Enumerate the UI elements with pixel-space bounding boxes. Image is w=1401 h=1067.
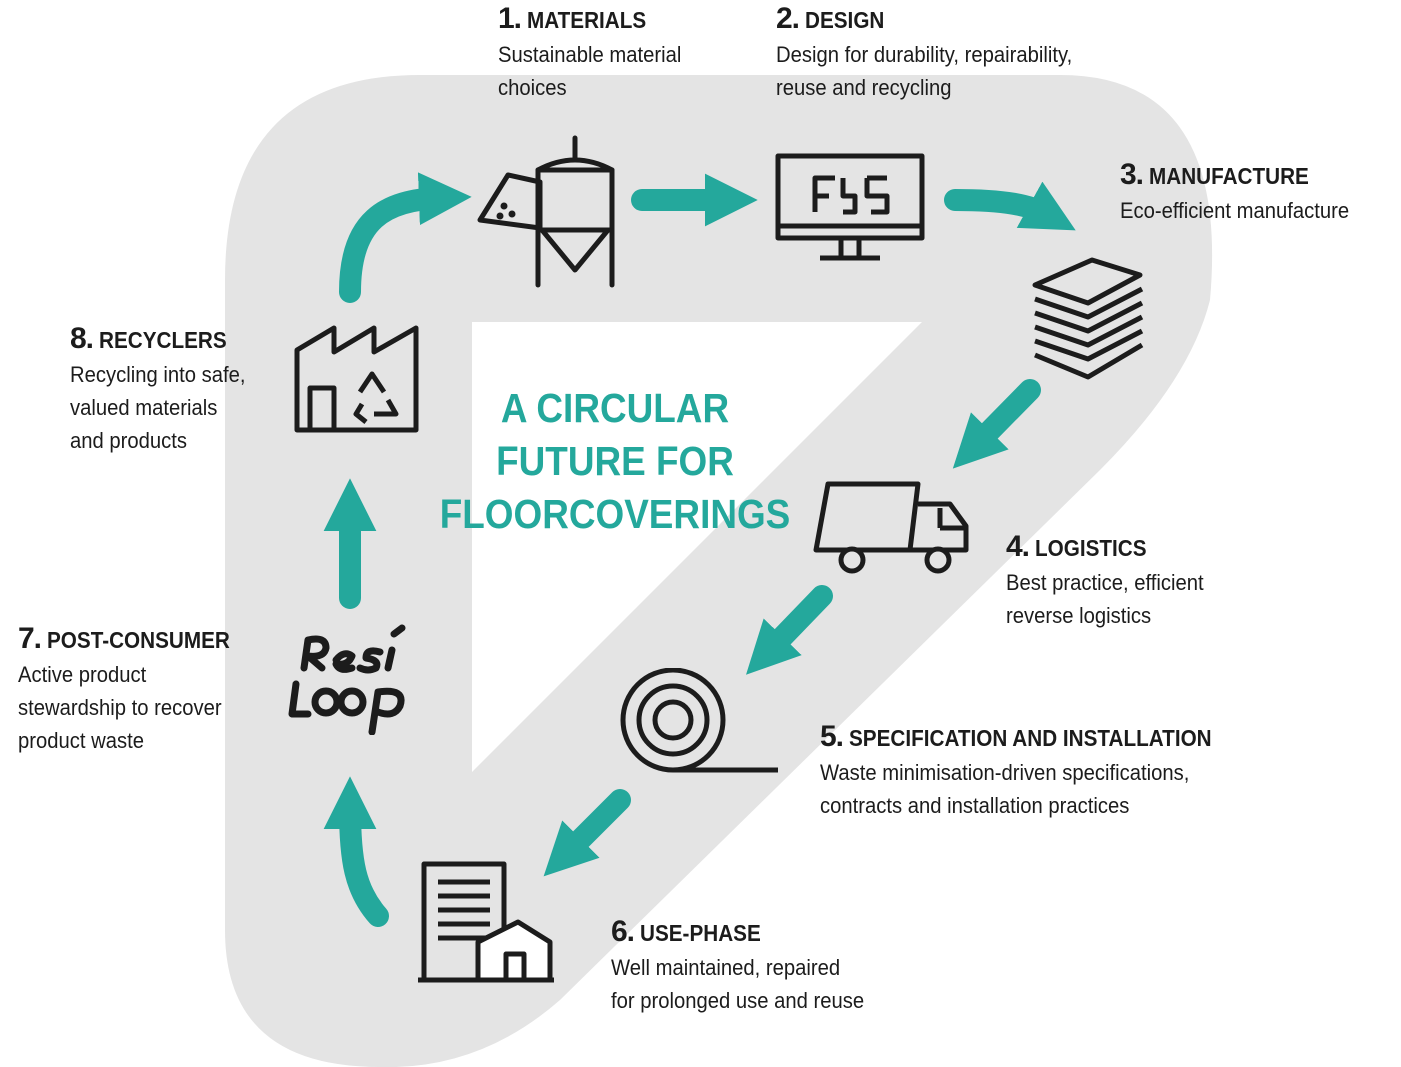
stage-description: Best practice, efficient reverse logisti… bbox=[1006, 570, 1204, 628]
stage-description: Well maintained, repaired for prolonged … bbox=[611, 955, 865, 1013]
stage-post-consumer: 7.POST-CONSUMER Active product stewardsh… bbox=[18, 622, 250, 757]
carpet-roll-icon bbox=[620, 668, 778, 773]
stage-description: Active product stewardship to recover pr… bbox=[18, 662, 222, 753]
stage-title: LOGISTICS bbox=[1035, 535, 1147, 561]
arrow-manufacture-to-logistics bbox=[952, 379, 1041, 469]
stage-number: 8. bbox=[70, 322, 94, 355]
diagram-title: A CIRCULAR FUTURE FOR FLOORCOVERINGS bbox=[439, 385, 791, 537]
stage-number: 3. bbox=[1120, 158, 1144, 191]
stage-materials: 1.MATERIALS Sustainable material choices bbox=[498, 2, 697, 104]
stage-number: 7. bbox=[18, 622, 42, 655]
stage-number: 1. bbox=[498, 2, 522, 35]
resiloop-logo bbox=[288, 624, 406, 735]
arrow-design-to-manufacture bbox=[944, 181, 1076, 231]
stage-description: Waste minimisation-driven specifications… bbox=[820, 760, 1190, 818]
stage-number: 5. bbox=[820, 720, 844, 753]
arrow-installation-to-usephase bbox=[543, 789, 631, 877]
stage-title: MATERIALS bbox=[527, 7, 647, 33]
stage-title: RECYCLERS bbox=[99, 327, 227, 353]
stage-manufacture: 3.MANUFACTURE Eco-efficient manufacture bbox=[1120, 158, 1369, 227]
stage-description: Design for durability, repairability, re… bbox=[776, 42, 1073, 100]
stage-description: Sustainable material choices bbox=[498, 42, 682, 100]
circular-band bbox=[225, 75, 1213, 1067]
computer-monitor-icon bbox=[775, 153, 925, 261]
arrow-logistics-to-installation bbox=[746, 585, 833, 675]
truck-icon bbox=[813, 481, 969, 574]
stage-design: 2.DESIGN Design for durability, repairab… bbox=[776, 2, 1098, 104]
stage-number: 2. bbox=[776, 2, 800, 35]
buildings-icon bbox=[418, 861, 554, 983]
stage-title: MANUFACTURE bbox=[1149, 163, 1309, 189]
stacked-tiles-icon bbox=[1032, 257, 1144, 380]
arrow-usephase-to-postconsumer bbox=[323, 776, 389, 927]
stage-title: SPECIFICATION AND INSTALLATION bbox=[849, 725, 1212, 751]
stage-logistics: 4.LOGISTICS Best practice, efficient rev… bbox=[1006, 530, 1221, 632]
stage-description: Eco-efficient manufacture bbox=[1120, 198, 1350, 223]
stage-title: POST-CONSUMER bbox=[47, 627, 230, 653]
silo-icon bbox=[477, 135, 615, 288]
recycling-factory-icon bbox=[294, 325, 419, 433]
arrow-recyclers-to-materials bbox=[339, 172, 472, 303]
stage-title: DESIGN bbox=[805, 7, 885, 33]
stage-recyclers: 8.RECYCLERS Recycling into safe, valued … bbox=[70, 322, 261, 457]
stage-number: 6. bbox=[611, 915, 635, 948]
stage-specification-installation: 5.SPECIFICATION AND INSTALLATION Waste m… bbox=[820, 720, 1252, 822]
stage-number: 4. bbox=[1006, 530, 1030, 563]
stage-use-phase: 6.USE-PHASE Well maintained, repaired fo… bbox=[611, 915, 886, 1017]
stage-description: Recycling into safe, valued materials an… bbox=[70, 362, 246, 453]
stage-title: USE-PHASE bbox=[640, 920, 761, 946]
